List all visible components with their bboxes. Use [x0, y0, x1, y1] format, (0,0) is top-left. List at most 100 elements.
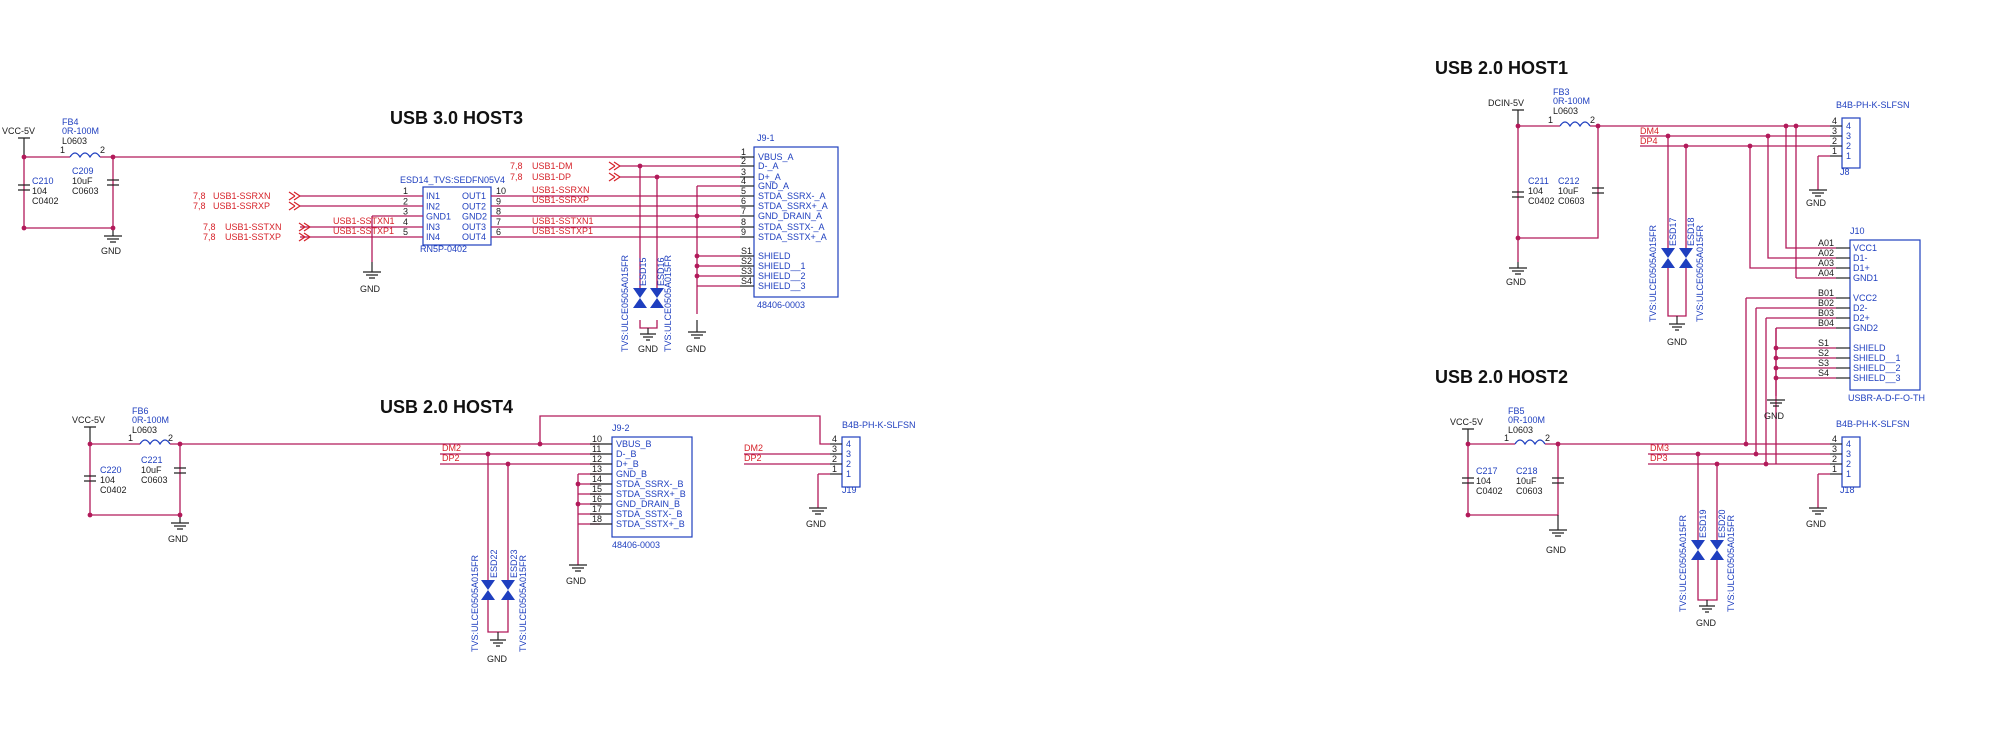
- j19-part: B4B-PH-K-SLFSN: [842, 420, 916, 430]
- ref-7-8: 7,8: [203, 222, 216, 232]
- j9-2-part: 48406-0003: [612, 540, 660, 550]
- title-host4: USB 2.0 HOST4: [380, 397, 513, 417]
- pin-number: 1: [1832, 146, 1837, 156]
- c217-pkg: C0402: [1476, 486, 1503, 496]
- gnd-label: GND: [101, 246, 122, 256]
- pin-name: 2: [1846, 141, 1851, 151]
- pin-name: D-_B: [616, 449, 637, 459]
- pin-number: 10: [592, 434, 602, 444]
- pin-name: VCC2: [1853, 293, 1877, 303]
- net-usb1-ssrxp: USB1-SSRXP: [213, 201, 270, 211]
- pin-number: 1: [832, 464, 837, 474]
- net-usb1-dm: USB1-DM: [532, 161, 573, 171]
- pin-name: IN2: [426, 201, 440, 211]
- c217-ref: C217: [1476, 466, 1498, 476]
- j8-ref: J8: [1840, 167, 1850, 177]
- esd16-part: TVS:ULCE0505A015FR: [663, 254, 673, 352]
- pin-number: 15: [592, 484, 602, 494]
- host1-power-filter: DCIN-5V GND FB3 0R-100M L0603 1 2 C211 1…: [1488, 87, 1830, 287]
- pin-name: GND_A: [758, 181, 789, 191]
- pin-number: 3: [1832, 126, 1837, 136]
- fb6-val: 0R-100M: [132, 415, 169, 425]
- esd15-ref: ESD15: [638, 257, 648, 286]
- c212-val: 10uF: [1558, 186, 1579, 196]
- pin-number: B02: [1818, 298, 1834, 308]
- pin-number: 7: [741, 206, 746, 216]
- esd20-part: TVS:ULCE0505A015FR: [1726, 514, 1736, 612]
- pin-number: 4: [741, 176, 746, 186]
- net-dp4: DP4: [1640, 136, 1658, 146]
- pin-name: IN1: [426, 191, 440, 201]
- pin-number: 10: [496, 186, 506, 196]
- pin-number: 18: [592, 514, 602, 524]
- c220-pkg: C0402: [100, 485, 127, 495]
- pin-number: 3: [741, 167, 746, 177]
- pin-number: S4: [1818, 368, 1829, 378]
- fb3-ref: FB3: [1553, 87, 1570, 97]
- host2-power-filter: VCC-5V GND FB5 0R-100M L0603 1 2 C217 10…: [1450, 406, 1830, 555]
- net-usb1-sstxn1: USB1-SSTXN1: [333, 216, 395, 226]
- pin-number: S3: [1818, 358, 1829, 368]
- fb4-pkg: L0603: [62, 136, 87, 146]
- esd23-part: TVS:ULCE0505A015FR: [518, 554, 528, 652]
- pin-number: 4: [1832, 116, 1837, 126]
- pin-number: 9: [496, 196, 501, 206]
- pin-name: D2-: [1853, 303, 1868, 313]
- pin-name: STDA_SSTX+_B: [616, 519, 685, 529]
- pin-number: 12: [592, 454, 602, 464]
- pin-name: SHIELD__2: [1853, 363, 1901, 373]
- esd22-part: TVS:ULCE0505A015FR: [470, 554, 480, 652]
- pin-number: 2: [832, 454, 837, 464]
- fb4-ref: FB4: [62, 117, 79, 127]
- pin-number: 2: [1832, 454, 1837, 464]
- j9-1-part: 48406-0003: [757, 300, 805, 310]
- pin-name: D+_B: [616, 459, 639, 469]
- gnd-label: GND: [168, 534, 189, 544]
- pin-name: 1: [1846, 151, 1851, 161]
- j8-part: B4B-PH-K-SLFSN: [1836, 100, 1910, 110]
- pin-number: S2: [1818, 348, 1829, 358]
- pin-name: VBUS_A: [758, 152, 794, 162]
- pin-2: 2: [1590, 115, 1595, 125]
- gnd-label: GND: [1696, 618, 1717, 628]
- net-dp2: DP2: [744, 453, 762, 463]
- c210-pkg: C0402: [32, 196, 59, 206]
- c210-val: 104: [32, 186, 47, 196]
- pin-name: GND_B: [616, 469, 647, 479]
- esd19-ref: ESD19: [1698, 509, 1708, 538]
- ref-7-8: 7,8: [193, 201, 206, 211]
- c211-val: 104: [1528, 186, 1543, 196]
- pin-name: D1-: [1853, 253, 1868, 263]
- pin-number: 6: [741, 196, 746, 206]
- net-dm4: DM4: [1640, 126, 1659, 136]
- c221-val: 10uF: [141, 465, 162, 475]
- pin-1: 1: [128, 433, 133, 443]
- net-usb1-ssrxn: USB1-SSRXN: [532, 185, 590, 195]
- pin-number: S2: [741, 256, 752, 266]
- pin-name: GND1: [426, 212, 451, 222]
- pin-number: 3: [1832, 444, 1837, 454]
- ref-7-8: 7,8: [203, 232, 216, 242]
- vcc5-label: VCC-5V: [72, 415, 105, 425]
- pin-number: A04: [1818, 268, 1834, 278]
- pin-number: 3: [832, 444, 837, 454]
- host4-data-nets: DM2 DP2 GND GND TVS:ULCE0505A015FR TVS:U…: [440, 415, 830, 664]
- c220-ref: C220: [100, 465, 122, 475]
- pin-1: 1: [1548, 115, 1553, 125]
- fb3-val: 0R-100M: [1553, 96, 1590, 106]
- esd15-part: TVS:ULCE0505A015FR: [620, 254, 630, 352]
- pin-name: GND_DRAIN_A: [758, 211, 822, 221]
- pin-name: OUT4: [462, 232, 486, 242]
- host4-power-filter: VCC-5V GND FB6 0R-100M L0603 1 2 C220 10…: [72, 406, 600, 544]
- pin-name: IN3: [426, 222, 440, 232]
- pin-name: 3: [1846, 449, 1851, 459]
- pin-number: 8: [741, 217, 746, 227]
- pin-number: 2: [741, 156, 746, 166]
- esd18-part: TVS:ULCE0505A015FR: [1695, 224, 1705, 322]
- pin-2: 2: [168, 433, 173, 443]
- c217-val: 104: [1476, 476, 1491, 486]
